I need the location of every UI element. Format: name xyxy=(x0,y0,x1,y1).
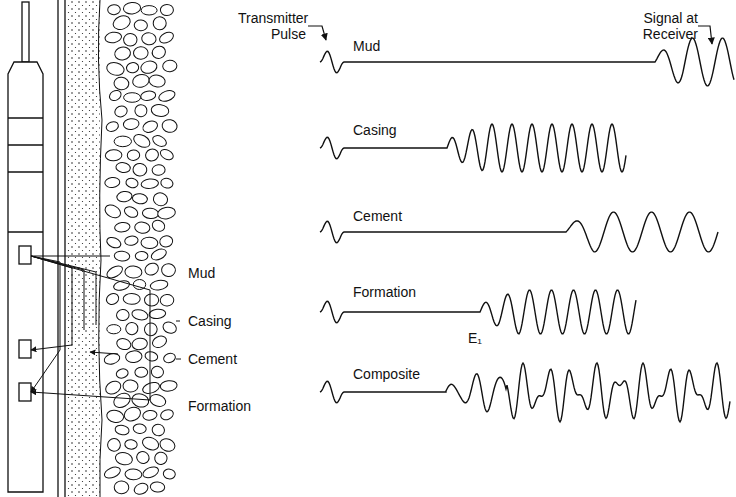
ray-paths xyxy=(31,256,150,400)
header-label: Transmitter Pulse xyxy=(238,10,306,42)
waveform-label: Casing xyxy=(353,122,397,138)
layer-label: Mud xyxy=(188,265,215,281)
arrival-label: E₁ xyxy=(468,330,482,346)
waveform-label: Mud xyxy=(353,38,380,54)
layer-label: Cement xyxy=(188,351,237,367)
leader-dash xyxy=(176,321,181,359)
layer-label: Formation xyxy=(188,398,251,414)
waveform-trace xyxy=(320,38,734,86)
cement xyxy=(66,0,100,497)
waveform xyxy=(320,38,734,422)
waveform-trace xyxy=(320,363,730,422)
formation xyxy=(98,0,178,497)
casing xyxy=(58,0,65,497)
waveform-label: Cement xyxy=(353,208,402,224)
sonic-tool xyxy=(8,2,43,492)
header-label: Signal at Receiver xyxy=(640,10,698,42)
waveform-label: Composite xyxy=(353,366,420,382)
waveform-label: Formation xyxy=(353,284,416,300)
layer-label: Casing xyxy=(188,313,232,329)
